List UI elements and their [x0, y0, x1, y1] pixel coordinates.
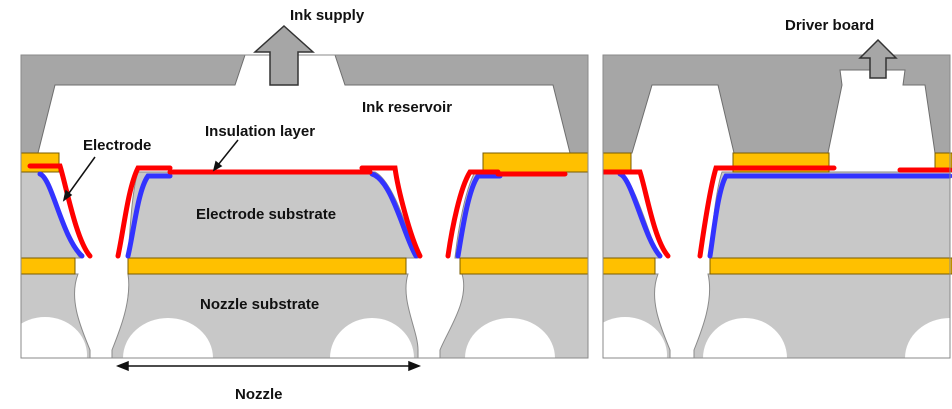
nozzle-cavity [21, 317, 87, 393]
gold-layer-top [603, 152, 632, 173]
gold-layer-bottom [21, 257, 76, 275]
ink-supply-arrow [253, 24, 315, 86]
ink-supply-label: Ink supply [290, 7, 365, 24]
insulation-layer [37, 171, 503, 259]
electrode-label: Electrode [83, 137, 151, 154]
gold-layer-bottom [709, 257, 952, 275]
pointer-lines [62, 139, 422, 372]
insulation-layer [617, 171, 952, 259]
gold-layer-bottom [127, 257, 407, 275]
left-panel-border [20, 54, 589, 359]
nozzle-cavity [603, 317, 667, 393]
gold-layer-bottom [459, 257, 588, 275]
nozzle-substrate-label: Nozzle substrate [200, 296, 319, 313]
electrode-substrate-label: Electrode substrate [196, 206, 336, 223]
electrode [27, 163, 568, 259]
gold-layer-top [21, 152, 60, 173]
ink-reservoir-label: Ink reservoir [362, 99, 452, 116]
driver-board-housing [603, 54, 951, 154]
right-panel [603, 54, 952, 398]
right-panel-border [602, 54, 951, 359]
driver-board-label: Driver board [785, 17, 874, 34]
nozzle-label: Nozzle [235, 386, 283, 403]
gold-layer-bottom [603, 257, 656, 275]
electrode [603, 165, 952, 259]
insulation-layer-label: Insulation layer [205, 123, 315, 140]
driver-board-arrow [858, 38, 898, 79]
gold-layer-top [482, 152, 588, 173]
left-panel [21, 54, 588, 398]
